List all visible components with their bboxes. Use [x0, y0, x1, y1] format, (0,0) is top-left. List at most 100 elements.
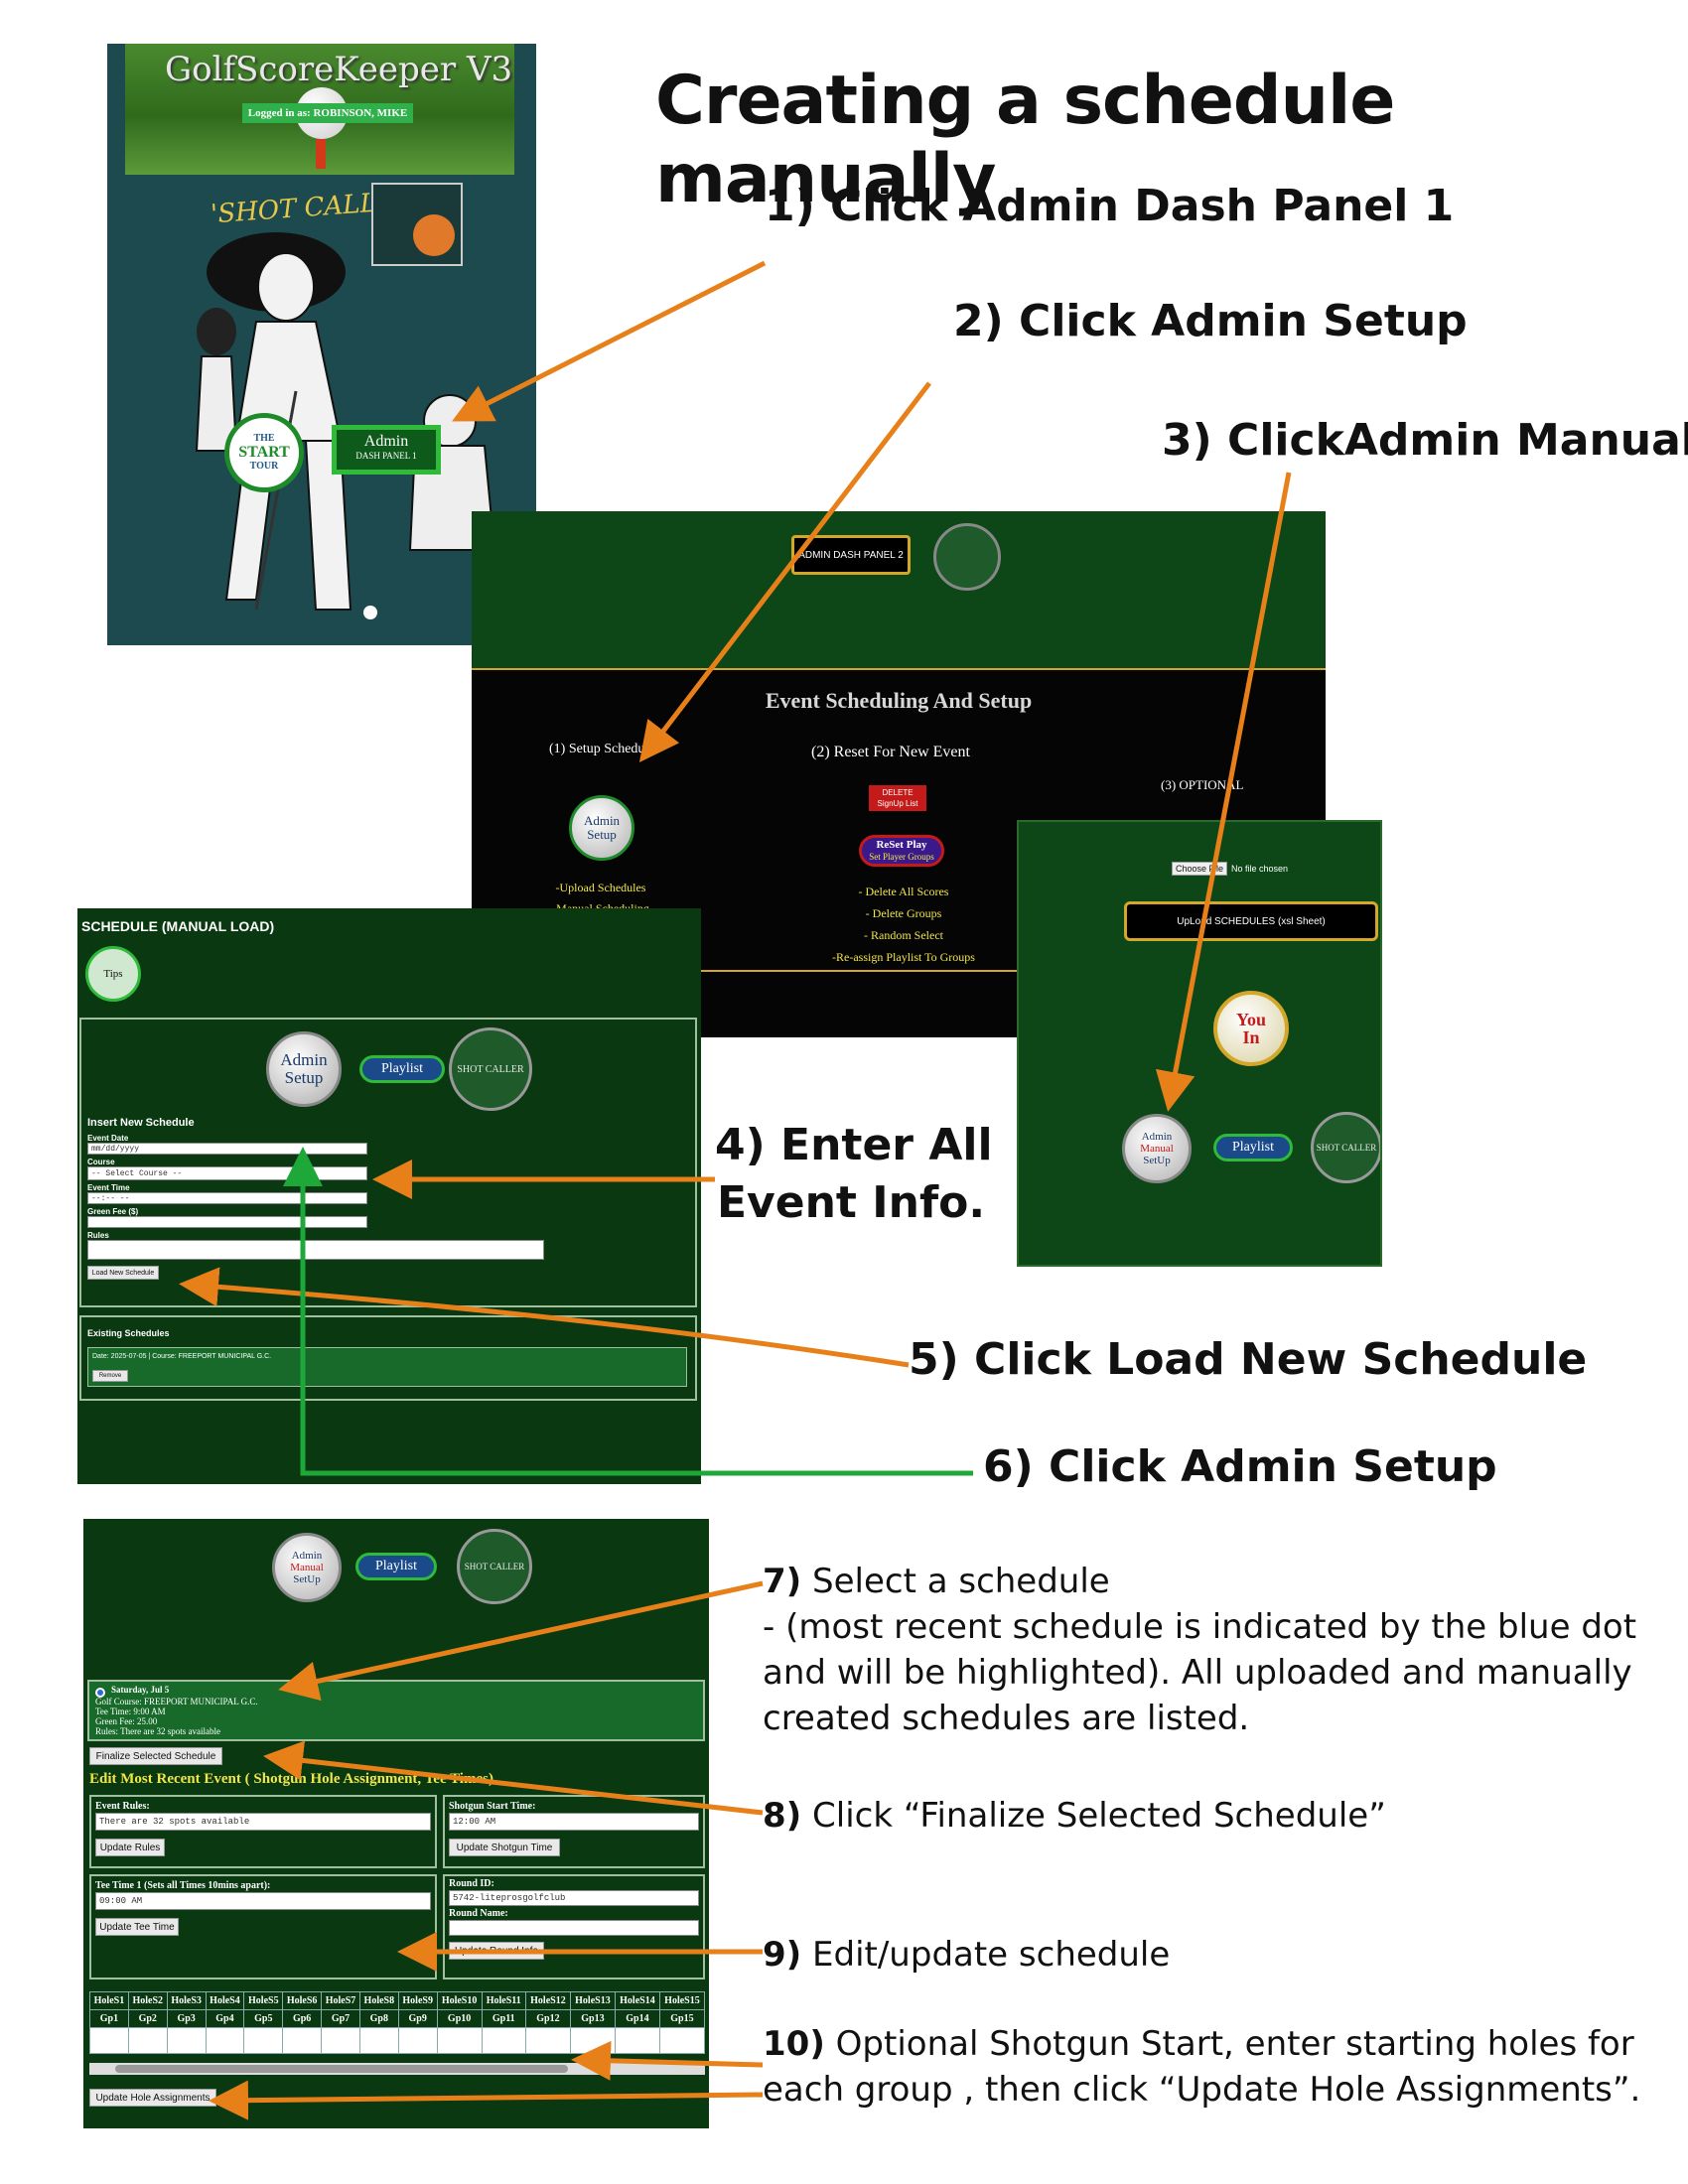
reset-play-button[interactable]: ReSet Play Set Player Groups	[859, 835, 944, 867]
logged-in-badge: Logged in as: ROBINSON, MIKE	[242, 103, 413, 123]
update-tee-time-button[interactable]: Update Tee Time	[95, 1918, 179, 1936]
hole-assignment-input[interactable]	[321, 2027, 360, 2054]
shot-caller-button[interactable]: SHOT CALLER	[457, 1529, 532, 1604]
file-chooser[interactable]: Choose File No file chosen	[1172, 862, 1288, 876]
hole-assignment-input[interactable]	[358, 2027, 399, 2054]
admin-dash-panel-2-button[interactable]: ADMIN DASH PANEL 2	[791, 535, 911, 575]
schedule-date: Saturday, Jul 5	[111, 1685, 170, 1695]
admin-line3: SetUp	[293, 1573, 321, 1585]
horizontal-scrollbar[interactable]	[89, 2063, 705, 2075]
admin-manual-setup-button[interactable]: Admin Manual SetUp	[1122, 1114, 1192, 1183]
delete-signup-button[interactable]: DELETE SignUp List	[869, 785, 926, 811]
start-tour-line1: THE	[253, 433, 275, 444]
hole-header-cell: HoleS13	[569, 1991, 616, 2010]
group-header-cell: Gp10	[436, 2009, 483, 2028]
finalize-selected-schedule-button[interactable]: Finalize Selected Schedule	[89, 1747, 222, 1765]
update-round-info-button[interactable]: Update Round Info	[449, 1942, 544, 1960]
group-header-cell: Gp15	[658, 2009, 706, 2028]
round-name-label: Round Name:	[449, 1908, 508, 1919]
rules-textarea[interactable]	[87, 1240, 544, 1260]
admin-dash-panel-1-button[interactable]: Admin DASH PANEL 1	[332, 425, 441, 475]
event-rules-input[interactable]: There are 32 spots available	[95, 1813, 431, 1831]
round-id-input[interactable]: 5742-liteprosgolfclub	[449, 1890, 699, 1906]
update-hole-assignments-button[interactable]: Update Hole Assignments	[89, 2089, 216, 2107]
round-id-label: Round ID:	[449, 1878, 494, 1889]
round-info-box	[443, 1874, 705, 1979]
hole-assignment-input[interactable]	[658, 2027, 706, 2054]
hole-assignment-input[interactable]	[397, 2027, 438, 2054]
step-5-label: 5) Click Load New Schedule	[909, 1334, 1588, 1385]
admin-manual-setup-button[interactable]: Admin Manual SetUp	[272, 1533, 342, 1602]
event-date-input[interactable]: mm/dd/yyyy	[87, 1143, 367, 1155]
delete-groups-link[interactable]: - Delete Groups	[865, 906, 942, 920]
hole-assignment-input[interactable]	[282, 2027, 323, 2054]
hole-assignment-input[interactable]	[481, 2027, 526, 2054]
update-rules-button[interactable]: Update Rules	[95, 1839, 165, 1856]
hole-assignment-input[interactable]	[127, 2027, 168, 2054]
group-header-cell: Gp14	[614, 2009, 660, 2028]
group-header-cell: Gp1	[89, 2009, 129, 2028]
group-header-cell: Gp11	[481, 2009, 526, 2028]
load-new-schedule-button[interactable]: Load New Schedule	[87, 1266, 159, 1280]
playlist-button[interactable]: Playlist	[1213, 1134, 1293, 1161]
tee-time-input[interactable]: 09:00 AM	[95, 1892, 431, 1910]
step-9-text: 9) Edit/update schedule	[763, 1935, 1171, 1975]
tee-time-box	[89, 1874, 437, 1979]
green-fee-input[interactable]	[87, 1216, 367, 1228]
you-in-button[interactable]: You In	[1213, 991, 1289, 1066]
step-4-label-line1: 4) Enter All	[715, 1120, 993, 1170]
upload-schedules-link[interactable]: -Upload Schedules	[555, 881, 646, 894]
hole-assignment-input[interactable]	[614, 2027, 660, 2054]
group-header-cell: Gp8	[358, 2009, 399, 2028]
hole-assignment-input[interactable]	[436, 2027, 483, 2054]
setup-schedules-heading: (1) Setup Schedules	[549, 742, 660, 756]
remove-schedule-button[interactable]: Remove	[92, 1370, 128, 1382]
hole-assignment-input[interactable]	[205, 2027, 245, 2054]
delete-all-scores-link[interactable]: - Delete All Scores	[858, 885, 949, 898]
shot-caller-button[interactable]: SHOT CALLER	[1311, 1112, 1380, 1183]
schedule-rules: Rules: There are 32 spots available	[95, 1726, 221, 1736]
step-1-label: 1) Click Admin Dash Panel 1	[765, 181, 1455, 231]
event-date-label: Event Date	[87, 1134, 129, 1143]
shot-caller-avatar-icon[interactable]	[933, 523, 1001, 591]
course-select[interactable]: -- Select Course --	[87, 1166, 367, 1180]
you-in-line1: You	[1235, 1010, 1266, 1029]
selected-radio-dot-icon[interactable]	[95, 1688, 105, 1698]
random-select-link[interactable]: - Random Select	[864, 928, 943, 942]
hole-assignment-input[interactable]	[569, 2027, 616, 2054]
hole-assignment-input[interactable]	[89, 2027, 129, 2054]
update-shotgun-time-button[interactable]: Update Shotgun Time	[449, 1839, 560, 1856]
existing-schedule-row[interactable]: Date: 2025-07-05 | Course: FREEPORT MUNI…	[87, 1347, 687, 1387]
hole-assignment-input[interactable]	[243, 2027, 284, 2054]
shot-caller-button[interactable]: SHOT CALLER	[449, 1027, 532, 1111]
hole-header-cell: HoleS5	[243, 1991, 284, 2010]
scrollbar-thumb[interactable]	[115, 2065, 568, 2073]
playlist-button[interactable]: Playlist	[355, 1553, 437, 1580]
screenshot-upload-panel: Choose File No file chosen UpLoad SCHEDU…	[1017, 820, 1382, 1267]
group-header-cell: Gp13	[569, 2009, 616, 2028]
round-name-input[interactable]	[449, 1920, 699, 1936]
shotgun-start-input[interactable]: 12:00 AM	[449, 1813, 699, 1831]
hole-assignment-input[interactable]	[166, 2027, 207, 2054]
schedule-list-item[interactable]: Saturday, Jul 5 Golf Course: FREEPORT MU…	[87, 1680, 705, 1741]
admin-setup-button[interactable]: Admin Setup	[266, 1031, 342, 1107]
hole-assignment-input[interactable]	[524, 2027, 571, 2054]
scorecard-thumbnail[interactable]	[371, 183, 463, 266]
start-tour-button[interactable]: THE START TOUR	[224, 413, 304, 492]
shotgun-start-label: Shotgun Start Time:	[449, 1801, 536, 1812]
tips-button[interactable]: Tips	[85, 946, 141, 1002]
admin-setup-button[interactable]: Admin Setup	[569, 795, 634, 861]
hole-header-cell: HoleS12	[524, 1991, 571, 2010]
event-time-input[interactable]: --:-- --	[87, 1192, 367, 1204]
group-header-cell: Gp3	[166, 2009, 207, 2028]
reset-play-line1: ReSet Play	[876, 839, 927, 851]
upload-schedules-button[interactable]: UpLoad SCHEDULES (xsl Sheet)	[1124, 901, 1378, 941]
choose-file-button[interactable]: Choose File	[1172, 862, 1228, 876]
hole-header-cell: HoleS3	[166, 1991, 207, 2010]
hole-header-cell: HoleS9	[397, 1991, 438, 2010]
hole-header-cell: HoleS15	[658, 1991, 706, 2010]
reassign-playlist-link[interactable]: -Re-assign Playlist To Groups	[832, 950, 975, 964]
playlist-button[interactable]: Playlist	[359, 1055, 445, 1083]
